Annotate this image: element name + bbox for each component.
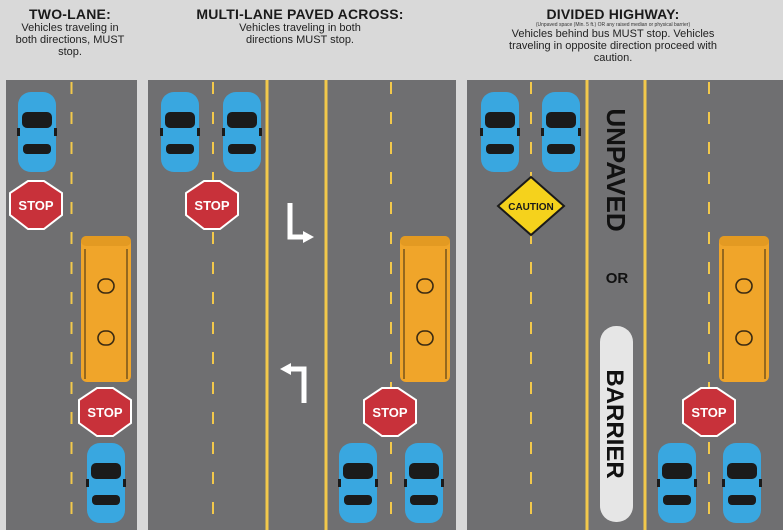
panel-description: Vehicles traveling in both directions MU… [239,22,361,46]
stop-sign: STOP [9,180,63,230]
caution-sign-label: CAUTION [508,202,554,213]
car [480,92,520,172]
school-bus [80,235,132,383]
caution-sign: CAUTION [496,175,566,237]
car [657,443,697,523]
panel-description: Vehicles behind bus MUST stop. Vehicles … [509,28,717,64]
car [222,92,262,172]
school-bus [399,235,451,383]
stop-sign-label: STOP [87,405,122,420]
panel-title: MULTI-LANE PAVED ACROSS: [196,6,404,22]
barrier [600,326,633,522]
stop-sign: STOP [363,387,417,437]
header-multi-lane: MULTI-LANE PAVED ACROSS: Vehicles travel… [190,6,410,46]
stop-sign: STOP [78,387,132,437]
stop-sign: STOP [682,387,736,437]
car [404,443,444,523]
panel-two-lane: STOP STOP [6,80,137,530]
car [17,92,57,172]
panel-multi-lane: STOP STOP [148,80,456,530]
school-bus [718,235,770,383]
stop-sign-label: STOP [691,405,726,420]
car [541,92,581,172]
car [160,92,200,172]
stop-sign-label: STOP [372,405,407,420]
panel-divided-highway: CAUTION UNPAVED OR BARRIER STOP [467,80,783,530]
stop-sign-label: STOP [18,198,53,213]
panel-description: Vehicles traveling in both directions, M… [15,22,125,58]
turn-arrow-icon [287,203,314,243]
median-barrier-label: BARRIER [601,369,628,478]
panel-title: TWO-LANE: [29,6,111,22]
stop-sign: STOP [185,180,239,230]
header-two-lane: TWO-LANE: Vehicles traveling in both dir… [10,6,130,58]
panel-note: (Unpaved space (Min. 5 ft.) OR any raise… [535,22,691,28]
car [338,443,378,523]
stop-sign-label: STOP [194,198,229,213]
header-divided-highway: DIVIDED HIGHWAY: (Unpaved space (Min. 5 … [478,6,748,64]
car [722,443,762,523]
car [86,443,126,523]
median-unpaved-label: UNPAVED [601,108,631,231]
turn-arrow-icon [280,363,307,403]
median-or-label: OR [606,270,629,287]
panel-title: DIVIDED HIGHWAY: [546,6,680,22]
